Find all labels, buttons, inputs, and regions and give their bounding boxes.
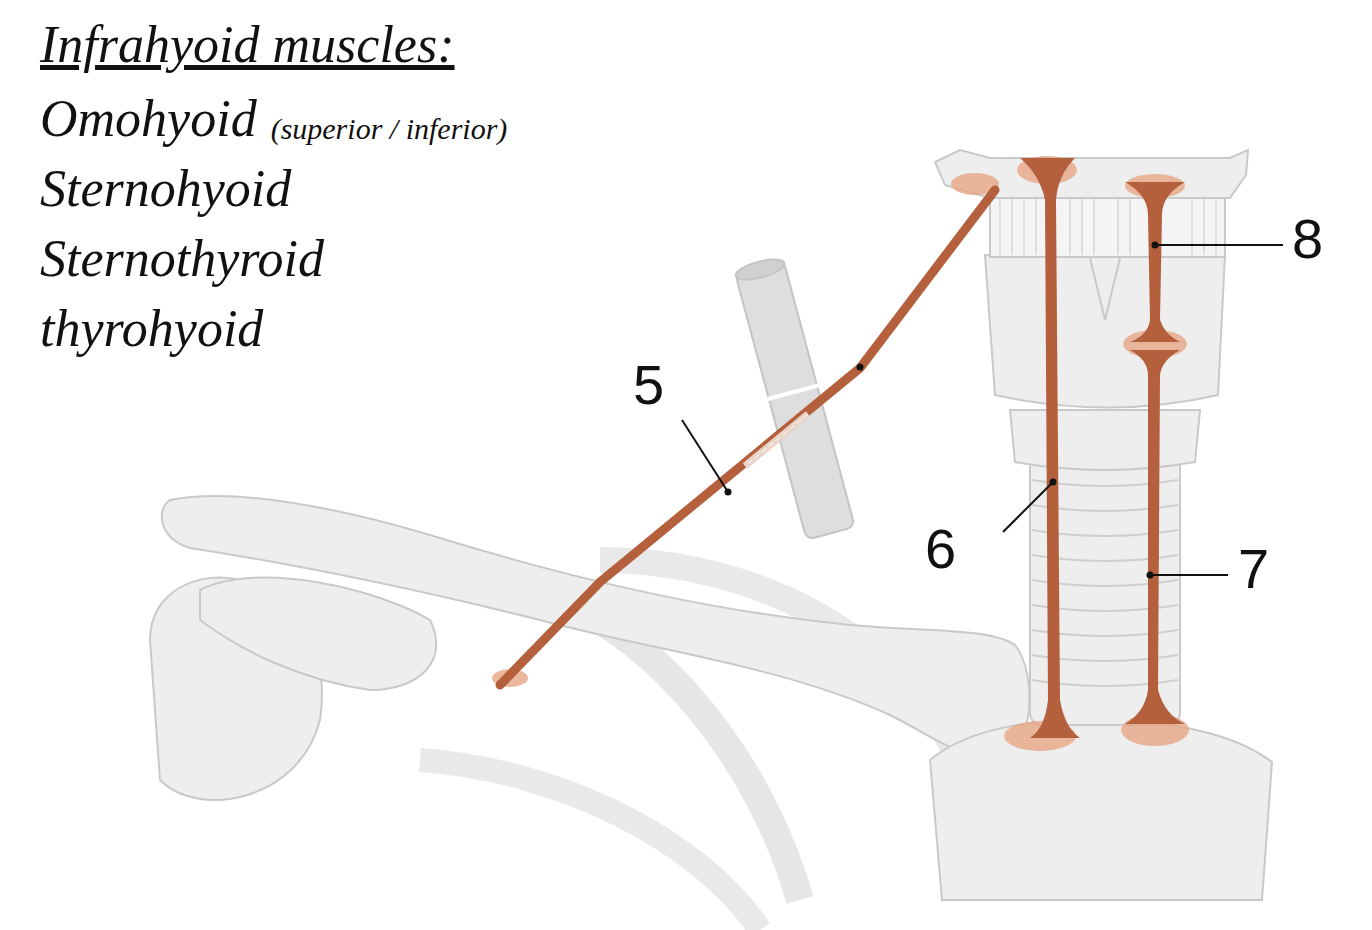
callout-number: 8 <box>1292 208 1323 270</box>
callout-number: 6 <box>925 518 956 580</box>
membrane-fibres <box>1000 198 1216 255</box>
clavicle <box>162 496 1030 757</box>
rib <box>420 760 760 930</box>
intermediate-tendon <box>745 414 808 466</box>
leader-line <box>682 420 728 492</box>
acromion <box>200 578 436 690</box>
cricoid-cartilage <box>1010 410 1200 470</box>
leader-line <box>1155 244 1283 246</box>
sternohyoid-muscle <box>1020 158 1080 738</box>
jugular-vein <box>732 255 857 540</box>
hyoid-bone <box>935 150 1248 198</box>
sternothyroid-muscle <box>1125 350 1185 724</box>
muscle-name: Omohyoid <box>40 90 257 147</box>
leader-line <box>1150 574 1228 576</box>
muscle-name: Sternothyroid <box>40 230 324 287</box>
manubrium <box>930 722 1272 900</box>
thyroid-notch <box>1090 258 1120 320</box>
leader-lines <box>682 245 1283 575</box>
muscle-note: (superior / inferior) <box>271 112 508 145</box>
thyroid-cartilage <box>985 255 1225 408</box>
omohyoid-muscle <box>500 190 995 685</box>
tendon-fibres <box>745 414 808 466</box>
title: Infrahyoid muscles: <box>40 16 454 73</box>
muscle-name: thyrohyoid <box>40 300 263 357</box>
leader-line <box>1003 482 1053 532</box>
callout-number: 5 <box>633 354 664 416</box>
callout-number: 7 <box>1238 538 1269 600</box>
muscle-name: Sternohyoid <box>40 160 291 217</box>
muscles <box>492 156 1189 751</box>
thyrohyoid-membrane <box>990 195 1225 257</box>
thyrohyoid-muscle <box>1125 182 1185 342</box>
